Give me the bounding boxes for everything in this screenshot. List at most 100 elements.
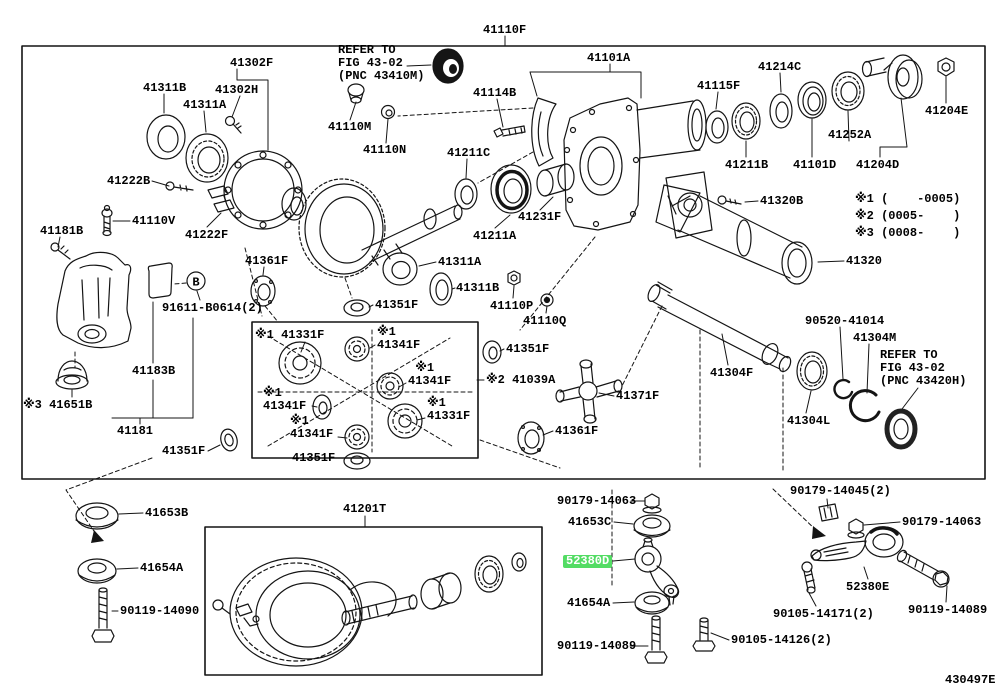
part-ring-gear-lower [230,558,362,666]
part-41351f-washer-left [218,427,239,452]
part-label-41654A-1: 41654A [140,561,184,575]
part-41653b-cushion [76,503,118,529]
part-label-41651B: ※3 41651B [23,398,93,412]
part-label-41371F: 41371F [616,389,660,403]
part-90119-14089-bolt-2 [896,549,949,587]
part-label-refer-note-1: REFER TO FIG 43-02 (PNC 43410M) [338,43,425,83]
part-label-41110P: 41110P [490,299,534,313]
part-label-41653B: 41653B [145,506,189,520]
part-41110n-washer [382,106,395,119]
part-41110v-stud [102,206,112,236]
part-oil-seal-refer [433,49,463,83]
part-41110q-washer [541,294,553,306]
part-41351f-washer-top [344,300,370,316]
main-assembly-box [22,46,985,479]
part-label-90119-14089-2: 90119-14089 [908,603,988,617]
part-label-41222B: 41222B [107,174,151,188]
part-label-41222F: 41222F [185,228,229,242]
part-label-90520-41014: 90520-41014 [805,314,885,328]
part-label-41110F: 41110F [483,23,527,37]
part-label-41311B-2: 41311B [456,281,500,295]
part-label-41211B: 41211B [725,158,769,172]
part-41211a-bearing [491,165,531,213]
part-label-41110M: 41110M [328,120,372,134]
part-label-41304L: 41304L [787,414,831,428]
part-label-41320: 41320 [846,254,883,268]
part-label-41201T: 41201T [343,502,387,516]
part-label-90179-14063-2: 90179-14063 [902,515,982,529]
part-label-90105-14126: 90105-14126(2) [731,633,832,647]
part-41311a-ring-mid [383,253,417,285]
part-41183b-shim [148,263,172,298]
part-label-41183B: 41183B [132,364,176,378]
part-41320b-bolt [718,196,741,204]
part-label-90119-14090: 90119-14090 [120,604,200,618]
part-41311b-seal [147,115,185,159]
part-label-90179-14063-1: 90179-14063 [557,494,637,508]
part-41311a-bearing [186,134,228,182]
part-41214c-washer [770,94,792,128]
part-41110m-plug [348,84,364,103]
part-label-41211C: 41211C [447,146,491,160]
part-label-41214C: 41214C [758,60,802,74]
detail-marker-b: B [192,276,199,290]
part-label-41304M: 41304M [853,331,897,345]
part-label-41304F: 41304F [710,366,754,380]
part-label-41331F-2: ※1 41331F [427,396,471,423]
part-label-41114B: 41114B [473,86,517,100]
part-label-41110N: 41110N [363,143,407,157]
part-label-spec-note-2: ※2 (0005- ) [855,209,961,223]
part-ring-gear-upper [299,179,385,277]
part-41211b-bearing [732,103,760,139]
leader-lines [58,36,947,646]
part-41114b-bolt [494,126,525,137]
part-label-41110V: 41110V [132,214,176,228]
part-label-41361F-2: 41361F [555,424,599,438]
part-41331f-side-gear-2 [388,404,422,438]
dash-arrowheads [91,526,826,543]
part-41231f-spacer [537,164,574,196]
part-pinion-bearing-lower [475,556,503,592]
part-label-41101A: 41101A [587,51,631,65]
part-label-spec-note-3: ※3 (0008- ) [855,226,961,240]
part-label-41341F-4: ※1 41341F [290,414,334,441]
part-label-41341F-1: ※1 41341F [377,325,421,352]
part-label-41231F: 41231F [518,210,562,224]
part-41654a-cushion-mid [635,592,669,614]
part-label-41302H: 41302H [215,83,259,97]
part-41311b-ring-mid [430,273,452,305]
part-90119-14089-bolt-1 [645,616,667,663]
part-41351f-washer-right [483,341,501,363]
part-41101a-carrier-housing [564,98,712,238]
part-label-52380D: 52380D [563,555,613,568]
part-90179-14063-nut-2 [848,519,864,538]
part-label-41115F: 41115F [697,79,741,93]
part-label-41341F-3: ※1 41341F [263,386,307,413]
part-41211c-washer [455,179,477,209]
part-label-52380E: 52380E [846,580,890,594]
part-label-41204E: 41204E [925,104,969,118]
part-small-hardware-lower [213,600,259,626]
part-41361f-washer-1 [251,276,275,306]
part-label-41351F-1: 41351F [375,298,419,312]
part-label-spec-note-1: ※1 ( -0005) [855,192,961,206]
part-41114b-yoke [532,98,556,166]
part-label-41101D: 41101D [793,158,837,172]
part-41252a-bearing [832,72,864,110]
part-41304f-axle-shaft [646,282,793,373]
part-41204d-flange [863,55,923,99]
part-41651b-bushing [56,361,88,389]
part-52380d-arm [635,538,679,605]
part-41181b-bolt [51,243,70,259]
part-90119-14090-bolt [92,588,114,642]
part-label-41361F-1: 41361F [245,254,289,268]
part-label-refer-note-2: REFER TO FIG 43-02 (PNC 43420H) [880,348,967,388]
part-label-41320B: 41320B [760,194,804,208]
part-label-41211A: 41211A [473,229,517,243]
part-drive-pinion-upper [362,205,462,265]
part-41654a-cushion-left [78,559,116,583]
part-label-41252A: 41252A [828,128,872,142]
part-41222b-bolt [166,182,193,191]
part-label-41311A-1: 41311A [183,98,227,112]
